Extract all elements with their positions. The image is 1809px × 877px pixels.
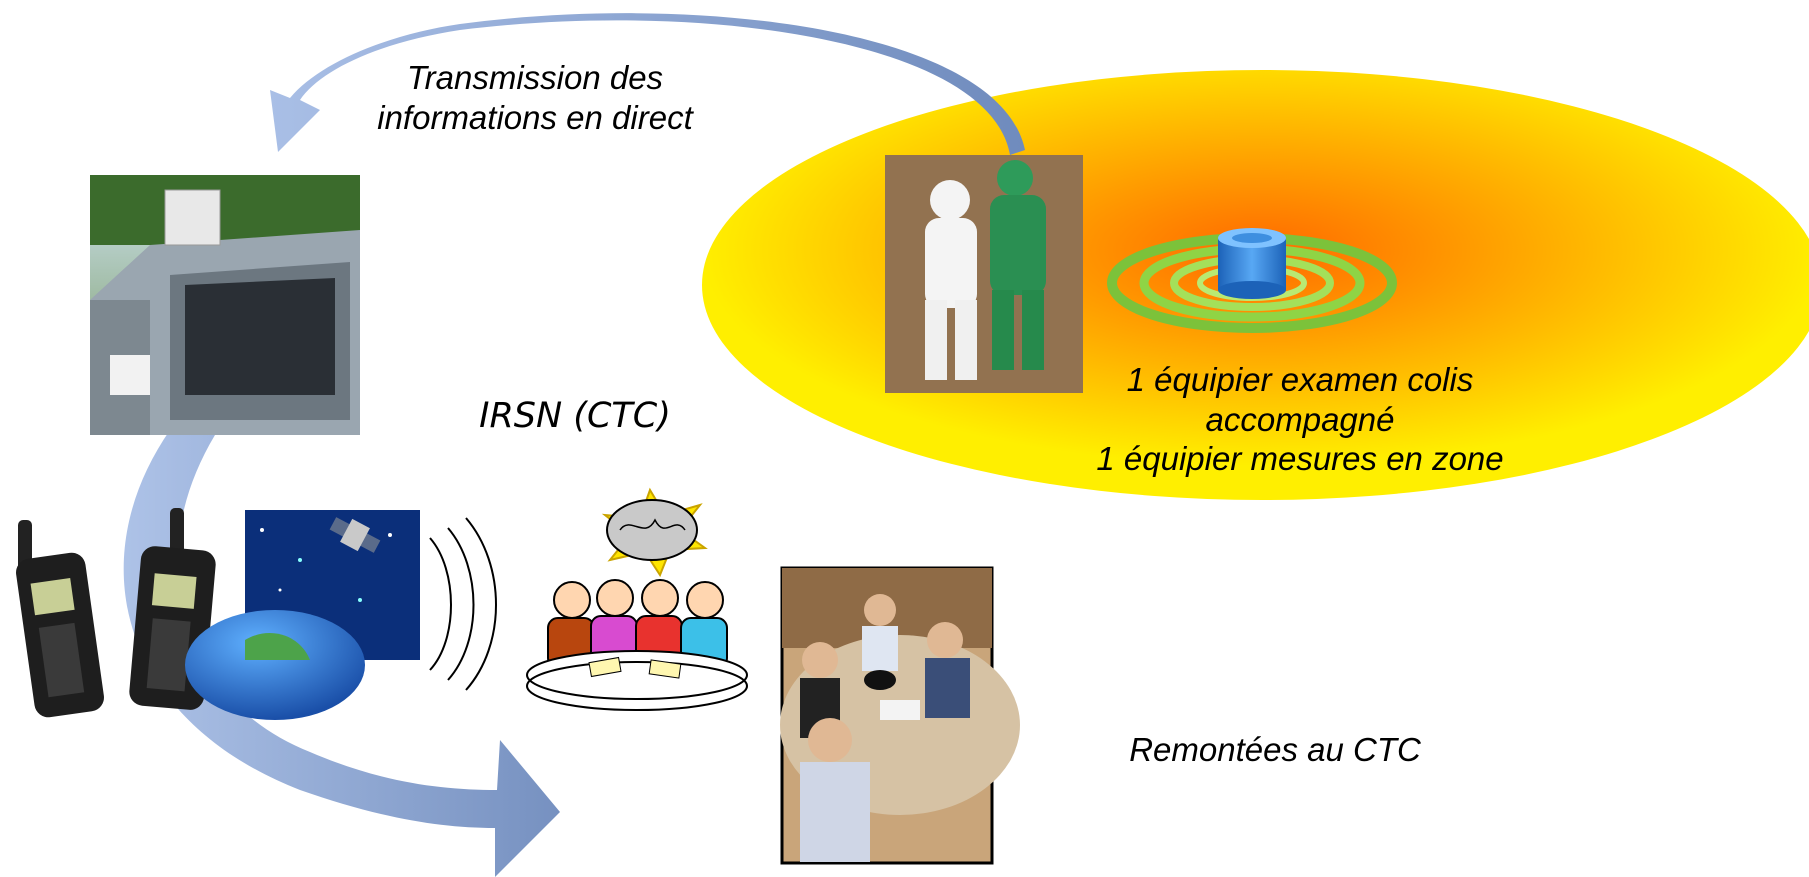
- label-equipier-line1: 1 équipier examen colis: [1126, 361, 1474, 398]
- irsn-meeting-clipart: [526, 487, 748, 711]
- radio-waves: [429, 517, 497, 691]
- label-equipier-line2: accompagné: [1205, 400, 1395, 438]
- label-equipiers: 1 équipier examen colis accompagné 1 équ…: [980, 360, 1620, 479]
- label-remontees: Remontées au CTC: [1129, 731, 1421, 768]
- van-photo: [90, 175, 360, 435]
- label-irsn: IRSN (CTC): [479, 396, 671, 436]
- satellite-image: [185, 510, 420, 720]
- label-equipier-line3: 1 équipier mesures en zone: [1096, 440, 1504, 478]
- radioactive-source-icon: [1107, 228, 1397, 333]
- satellite-phone-icon: [16, 520, 104, 718]
- protective-suits-photo: [885, 155, 1083, 393]
- label-transmission: Transmission des informations en direct: [360, 58, 710, 137]
- label-transmission-line2: informations en direct: [377, 98, 693, 136]
- arrow-remontees: [123, 430, 560, 877]
- meeting-photo: [780, 566, 1020, 865]
- label-transmission-line1: Transmission des: [406, 59, 664, 96]
